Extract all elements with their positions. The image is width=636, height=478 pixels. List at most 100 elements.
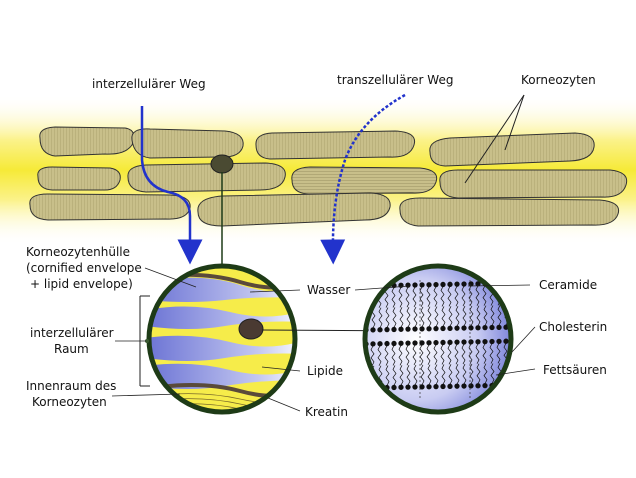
- lipid-head: [468, 281, 474, 287]
- lipid-head: [461, 383, 467, 389]
- lipid-tail: [441, 306, 446, 327]
- lipid-tail: [370, 345, 375, 367]
- lipid-tail: [448, 306, 453, 327]
- lipid-tail: [405, 345, 410, 366]
- lipid-tail: [482, 285, 487, 306]
- lipid-tail: [419, 286, 424, 308]
- lipid-tail: [412, 286, 417, 308]
- lipid-tail: [490, 363, 495, 384]
- lipid-head: [440, 281, 446, 288]
- lipid-tail: [489, 343, 494, 364]
- lipid-head: [419, 282, 425, 288]
- leader-line: [144, 267, 197, 288]
- lipid-head: [482, 324, 488, 331]
- lipid-tail: [475, 343, 480, 364]
- lipid-tail: [469, 363, 474, 385]
- label-interior-1: Innenraum des: [26, 379, 116, 393]
- corneocyte: [39, 126, 135, 157]
- lipid-tail: [440, 344, 445, 365]
- corneocyte: [131, 128, 244, 159]
- lipid-head: [365, 283, 369, 289]
- lipid-tail: [497, 305, 502, 326]
- lipid-head: [391, 340, 397, 347]
- label-water: Wasser: [307, 283, 350, 297]
- focus-node-top: [210, 154, 234, 174]
- lipid-tail: [398, 287, 403, 308]
- focus-node-circle: [238, 318, 264, 340]
- lipid-head: [489, 324, 495, 331]
- lipid-head: [468, 383, 474, 389]
- label-corneocytes: Korneozyten: [521, 73, 596, 87]
- lipid-tail: [385, 307, 390, 328]
- lipid-tail: [434, 306, 439, 327]
- lipid-head: [440, 339, 446, 346]
- pointer-line: [464, 94, 525, 184]
- lipid-tail: [434, 364, 439, 385]
- lipid-head: [447, 383, 453, 389]
- lipid-head: [482, 382, 488, 389]
- lipid-head: [377, 327, 383, 333]
- lipid-head: [433, 325, 439, 332]
- lipid-tail: [427, 306, 432, 327]
- lipid-tail: [476, 305, 481, 326]
- lipid-head: [482, 338, 488, 345]
- right-circle-rim: [362, 263, 514, 415]
- intercellular-route-arrow: [140, 106, 203, 265]
- lipid-head: [475, 325, 481, 331]
- label-interior-2: Korneozyten: [32, 395, 107, 409]
- lipid-head: [475, 339, 481, 345]
- leader-line: [495, 368, 536, 376]
- lipid-head: [384, 340, 390, 347]
- lipid-head: [370, 327, 376, 333]
- leader-line: [261, 366, 301, 372]
- lipid-tail: [468, 285, 473, 307]
- lipid-tail: [503, 285, 508, 306]
- leader-line: [267, 397, 301, 412]
- lipid-head: [391, 326, 397, 333]
- corneocyte: [37, 166, 121, 191]
- lipid-tail: [433, 344, 438, 365]
- label-intercellular-space-2: Raum: [54, 342, 89, 356]
- lipid-head: [454, 383, 460, 389]
- lipid-tail: [406, 307, 411, 328]
- lipid-head: [503, 338, 509, 344]
- lipid-tail: [392, 365, 397, 386]
- lipid-head: [370, 385, 376, 391]
- label-intercellular-route: interzellulärer Weg: [92, 77, 206, 91]
- lipid-tail: [399, 307, 404, 328]
- leader-line: [111, 393, 181, 397]
- lipid-head: [433, 281, 439, 288]
- lipid-head: [426, 340, 432, 346]
- lipid-head: [447, 325, 453, 331]
- lipid-tail: [490, 305, 495, 326]
- lipid-tail: [454, 344, 459, 365]
- lipid-head: [433, 339, 439, 346]
- corneocyte: [127, 162, 286, 193]
- lipid-head: [405, 384, 411, 390]
- left-circle-rim: [146, 263, 298, 415]
- lipid-tail: [427, 364, 432, 385]
- lipid-tail: [461, 285, 466, 307]
- lipid-tail: [454, 286, 459, 307]
- lipid-tail: [391, 345, 396, 366]
- lipid-head: [412, 384, 418, 390]
- lipid-tail: [447, 344, 452, 365]
- lipid-tail: [462, 305, 467, 327]
- lipid-tail: [462, 363, 467, 385]
- lipid-tail: [476, 363, 481, 384]
- lipid-head: [461, 325, 467, 331]
- lipid-tail: [384, 345, 389, 366]
- lipid-head: [365, 385, 369, 391]
- lipid-head: [426, 282, 432, 288]
- lipid-tail: [377, 345, 382, 366]
- label-envelope-3: + lipid envelope): [30, 277, 133, 291]
- lipid-head: [419, 326, 425, 332]
- lipid-tail: [483, 305, 488, 326]
- lipid-head: [454, 339, 460, 345]
- corneocyte-layer: [29, 126, 628, 227]
- pointer-line: [504, 94, 525, 151]
- lipid-tail: [433, 286, 438, 307]
- lipid-tail: [426, 286, 431, 307]
- lipid-head: [370, 283, 376, 289]
